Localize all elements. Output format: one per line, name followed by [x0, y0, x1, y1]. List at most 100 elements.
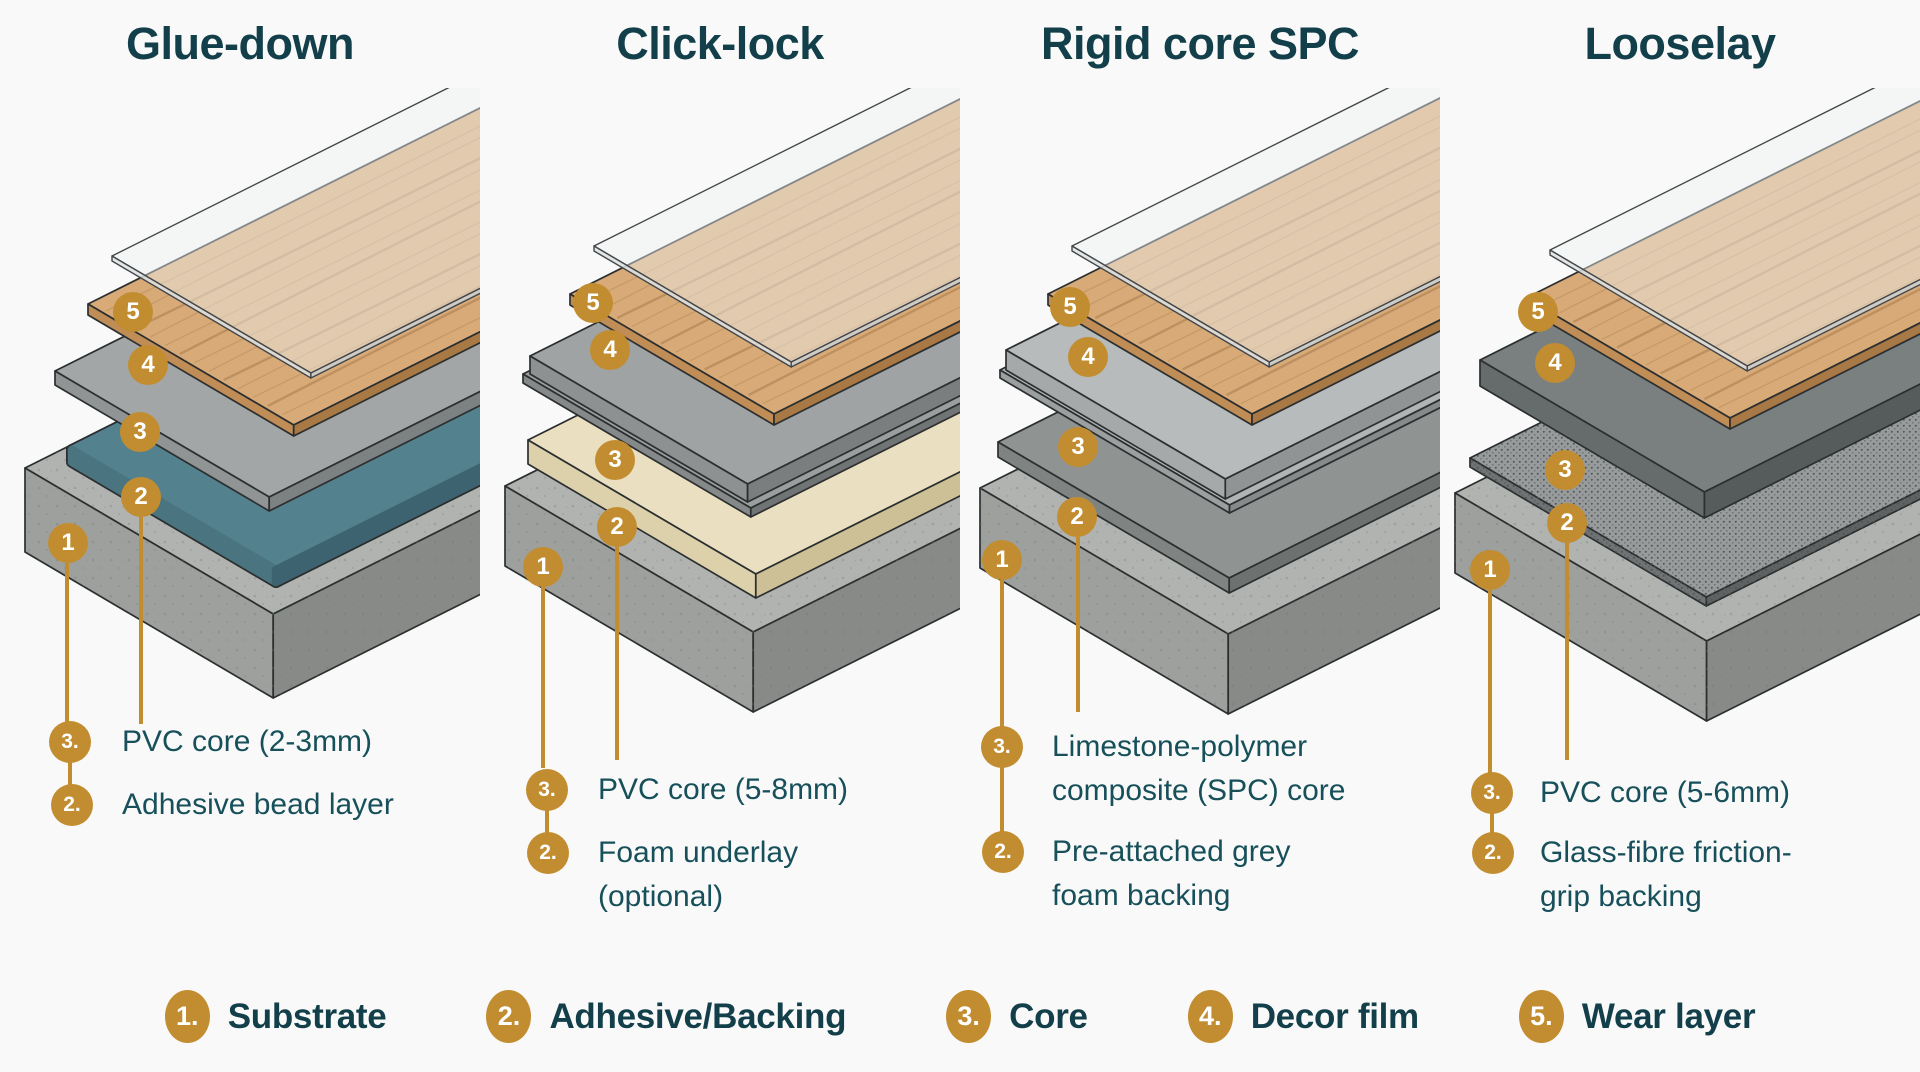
legend-label: Wear layer — [1581, 996, 1756, 1036]
rigid-core-spc-backing-right-face — [1228, 471, 1440, 594]
annotation-text: Glass-fibre friction- grip backing — [1540, 831, 1792, 919]
column-title-glue-down: Glue-down — [126, 18, 354, 69]
click-lock-decor-grain-line — [762, 88, 960, 405]
layer-badge-5: 5 — [1518, 292, 1558, 332]
glue-down-decor-grain-line — [208, 88, 480, 372]
layer-badge-5: 5 — [113, 292, 153, 332]
layer-badge-4: 4 — [1068, 337, 1108, 377]
rigid-core-spc-decor-grain-line — [1109, 88, 1440, 328]
legend: 1. Substrate 2. Adhesive/Backing 3. Core… — [0, 990, 1920, 1043]
rigid-core-spc-lip-right-face — [1228, 398, 1440, 514]
rigid-core-spc-decor-right-face — [1251, 319, 1440, 426]
rigid-core-spc-decor-grain-line — [1094, 88, 1440, 319]
leader-line — [541, 587, 545, 768]
layer-diagram-glue-down — [24, 88, 480, 699]
leader-line — [139, 517, 143, 724]
glue-down-decor-grain-line — [120, 88, 480, 321]
looselay-decor-grain-group — [1543, 88, 1920, 409]
layer-badge-1: 1 — [982, 540, 1022, 580]
legend-label: Core — [1009, 996, 1088, 1036]
layer-badge-3: 3 — [120, 412, 160, 452]
rigid-core-spc-decor-grain-group — [1065, 88, 1440, 405]
layer-badge-3: 3 — [1545, 450, 1585, 490]
leader-line — [545, 790, 549, 853]
looselay-substrate-speckle-texture — [1706, 534, 1920, 721]
leader-line — [1488, 590, 1492, 773]
looselay-decor-grain-line — [1616, 88, 1920, 349]
rigid-core-spc-substrate-speckle-texture — [980, 488, 1229, 714]
annotation-line: PVC core (5-6mm) — [1540, 776, 1791, 809]
layer-badge-1: 1 — [1470, 550, 1510, 590]
click-lock-decor-grain-line — [631, 88, 960, 328]
leader-line — [1565, 543, 1569, 760]
glue-down-backing-right-face — [271, 463, 480, 587]
click-lock-decor-grain-line — [616, 88, 960, 319]
annotation-line: Foam underlay — [598, 836, 799, 869]
click-lock-decor-grain-group — [587, 88, 960, 405]
annotation-text: Foam underlay (optional) — [598, 831, 798, 919]
annotation-text: Pre-attached grey foam backing — [1052, 830, 1290, 918]
rigid-core-spc-decor-grain-line — [1065, 88, 1440, 302]
rigid-core-spc-wear-right-face — [1268, 275, 1440, 368]
rigid-core-spc-decor-grain-line — [1080, 88, 1440, 310]
rigid-core-spc-decor-grain-line — [1211, 88, 1440, 388]
glue-down-decor-grain-line — [252, 88, 480, 398]
click-lock-lip-right-face — [749, 402, 960, 518]
click-lock-decor-grain-line — [689, 88, 960, 362]
click-lock-decor-grain-line — [646, 88, 960, 336]
layer-badge-1: 1 — [48, 523, 88, 563]
looselay-decor-grain-line — [1703, 88, 1920, 401]
click-lock-decor-grain-line — [660, 88, 960, 345]
rigid-core-spc-decor-grain-line — [1138, 88, 1440, 345]
looselay-decor-grain-line — [1543, 88, 1920, 306]
looselay-wear-right-face — [1746, 278, 1920, 372]
annotation-line: PVC core (5-8mm) — [598, 773, 849, 806]
column-title-looselay: Looselay — [1584, 18, 1776, 69]
glue-down-wear-right-face — [310, 287, 480, 379]
legend-label: Substrate — [227, 996, 387, 1036]
layer-diagram-click-lock — [504, 88, 960, 713]
column-title-click-lock: Click-lock — [616, 18, 824, 69]
annotation-line: foam backing — [1052, 879, 1231, 912]
annotation-text: PVC core (5-8mm) — [598, 768, 848, 812]
leader-line — [1000, 580, 1004, 727]
annotation-number-badge: 2. — [1472, 832, 1514, 874]
leader-line — [65, 563, 69, 722]
annotation-line: Limestone-polymer — [1052, 730, 1308, 763]
layer-diagram-looselay — [1454, 88, 1920, 722]
annotation-line: Pre-attached grey — [1052, 835, 1291, 868]
rigid-core-spc-decor-grain-line — [1225, 88, 1440, 397]
legend-label: Adhesive/Backing — [549, 996, 847, 1036]
looselay-core-right-face — [1703, 383, 1920, 519]
click-lock-decor-grain-line — [587, 88, 960, 302]
glue-down-decor-grain-line — [106, 88, 480, 312]
annotation-line: grip backing — [1540, 880, 1702, 913]
glue-down-substrate-speckle-texture — [273, 510, 480, 698]
looselay-decor-grain-line — [1631, 88, 1920, 357]
annotation-text: PVC core (5-6mm) — [1540, 771, 1790, 815]
rigid-core-spc-decor-grain-line — [1182, 88, 1440, 371]
looselay-decor-grain-line — [1675, 88, 1920, 383]
annotation-line: Glass-fibre friction- — [1540, 836, 1792, 869]
annotation-line: composite (SPC) core — [1052, 774, 1346, 807]
annotation-number-badge: 2. — [51, 784, 93, 826]
legend-number-badge: 1. — [164, 990, 210, 1043]
click-lock-substrate-speckle-texture — [505, 486, 754, 712]
legend-item-adhesive-backing: 2. Adhesive/Backing — [486, 990, 846, 1043]
rigid-core-spc-substrate-speckle-texture — [1228, 528, 1440, 714]
looselay-decor-grain-line — [1689, 88, 1920, 392]
layer-badge-5: 5 — [1050, 287, 1090, 327]
leader-line — [1076, 537, 1080, 712]
layer-badge-3: 3 — [595, 440, 635, 480]
glue-down-decor-grain-line — [282, 88, 480, 416]
glue-down-decor-grain-group — [106, 88, 480, 416]
annotation-line: PVC core (2-3mm) — [122, 725, 373, 758]
legend-number-badge: 4. — [1187, 990, 1233, 1043]
glue-down-decor-grain-line — [223, 88, 480, 382]
looselay-backing-mesh-texture — [1470, 458, 1707, 606]
layer-badge-3: 3 — [1058, 427, 1098, 467]
click-lock-core-right-face — [746, 376, 960, 503]
column-title-rigid-core-spc: Rigid core SPC — [1040, 18, 1360, 69]
click-lock-substrate-speckle-texture — [753, 528, 960, 712]
